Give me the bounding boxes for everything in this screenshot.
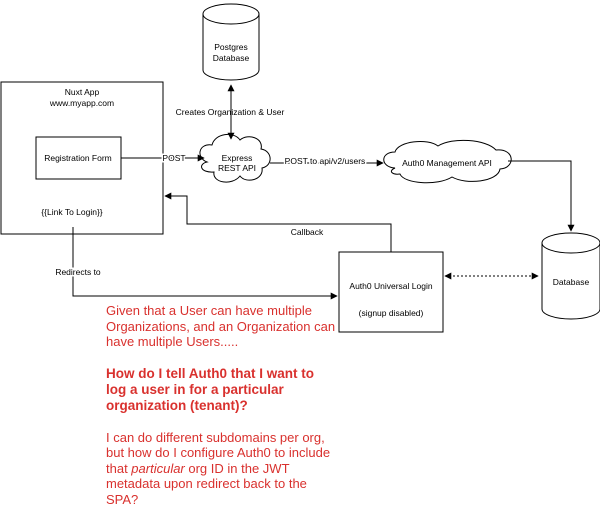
- mgmt-to-database-arrow: [508, 160, 575, 232]
- express-label-2: REST API: [218, 163, 256, 173]
- callback-arrow: [164, 192, 392, 252]
- callback-label: Callback: [291, 227, 324, 237]
- postgres-label-1: Postgres: [214, 42, 248, 52]
- nuxt-app-url: www.myapp.com: [49, 98, 114, 108]
- redirects-label: Redirects to: [55, 267, 101, 277]
- registration-form-label: Registration Form: [44, 153, 112, 163]
- postgres-database-node: [202, 3, 260, 81]
- redirect-arrow: [72, 227, 338, 300]
- express-label-1: Express: [222, 153, 253, 163]
- note-question: How do I tell Auth0 that I want to log a…: [106, 365, 314, 413]
- note-detail: I can do different subdomains per org, b…: [106, 430, 336, 508]
- post-label: POST: [162, 153, 185, 163]
- database-node: [541, 232, 600, 320]
- creates-org-label: Creates Organization & User: [176, 107, 285, 117]
- database-label: Database: [553, 277, 590, 287]
- registration-form-box: [35, 136, 122, 180]
- nuxt-app-title: Nuxt App: [65, 87, 100, 97]
- note-detail-before: I can do different subdomains per org, b…: [106, 429, 331, 476]
- management-api-cloud: [383, 139, 512, 184]
- architecture-diagram: Nuxt App www.myapp.com Registration Form…: [0, 3, 600, 333]
- note-detail-emphasis: particular: [131, 460, 185, 476]
- universal-login-label: Auth0 Universal Login: [349, 281, 432, 291]
- post-users-label: POST to api/v2/users: [285, 156, 366, 166]
- management-api-label: Auth0 Management API: [402, 158, 492, 168]
- universal-login-box: [338, 251, 444, 333]
- express-cloud: [199, 133, 271, 183]
- note-intro: Given that a User can have multiple Orga…: [106, 303, 336, 349]
- postgres-label-2: Database: [213, 53, 250, 63]
- question-note: Given that a User can have multiple Orga…: [106, 303, 336, 523]
- signup-disabled-label: (signup disabled): [359, 308, 424, 318]
- login-link-label: {{Link To Login}}: [41, 207, 102, 217]
